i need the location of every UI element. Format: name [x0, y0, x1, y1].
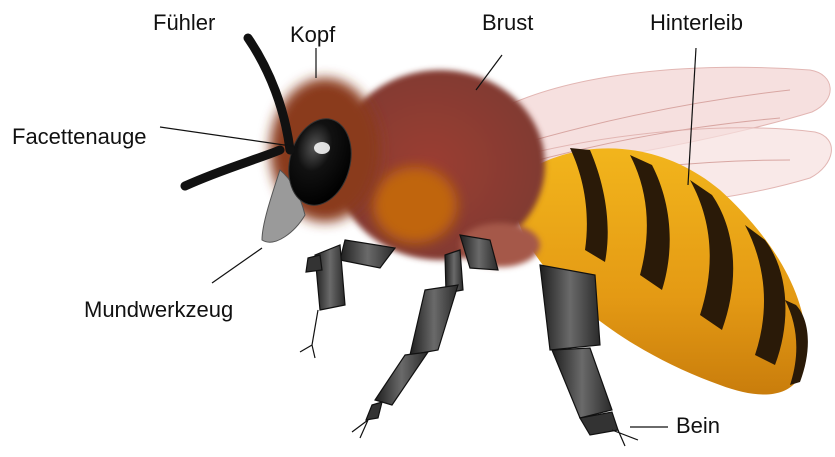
- label-antenna: Fühler: [153, 12, 215, 34]
- label-compound-eye: Facettenauge: [12, 126, 147, 148]
- label-head: Kopf: [290, 24, 335, 46]
- leader-mundwerkzeug: [212, 248, 262, 283]
- label-abdomen: Hinterleib: [650, 12, 743, 34]
- label-mouthparts: Mundwerkzeug: [84, 299, 233, 321]
- label-leg: Bein: [676, 415, 720, 437]
- label-thorax: Brust: [482, 12, 533, 34]
